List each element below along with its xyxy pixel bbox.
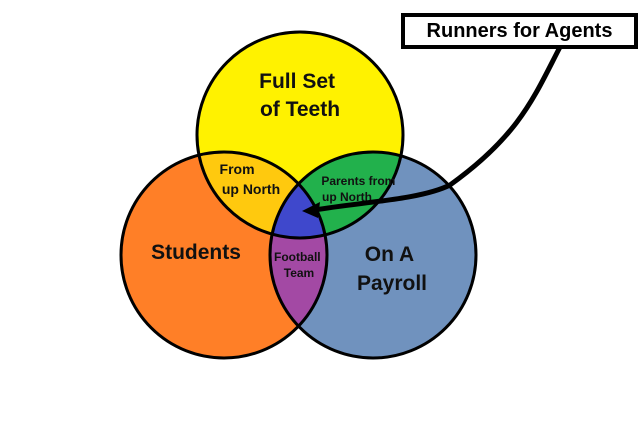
students-outline xyxy=(119,150,329,360)
callout-runners-for-agents: Runners for Agents xyxy=(401,13,638,49)
payroll-outline xyxy=(268,150,478,360)
label-students: Students xyxy=(151,241,241,264)
label-football-team: Football Team xyxy=(274,250,324,280)
label-on-a-payroll: On A Payroll xyxy=(357,243,427,295)
label-from-up-north: From up North xyxy=(220,161,281,197)
label-parents-from-up-north: Parents from up North xyxy=(321,174,398,204)
intersection-parents-from-up-north xyxy=(270,152,403,238)
callout-arrowhead-icon xyxy=(302,202,320,218)
label-full-set-of-teeth: Full Set of Teeth xyxy=(259,70,341,121)
intersection-from-up-north xyxy=(197,152,327,238)
teeth-outline xyxy=(195,30,405,240)
callout-arrow-line xyxy=(312,44,563,213)
